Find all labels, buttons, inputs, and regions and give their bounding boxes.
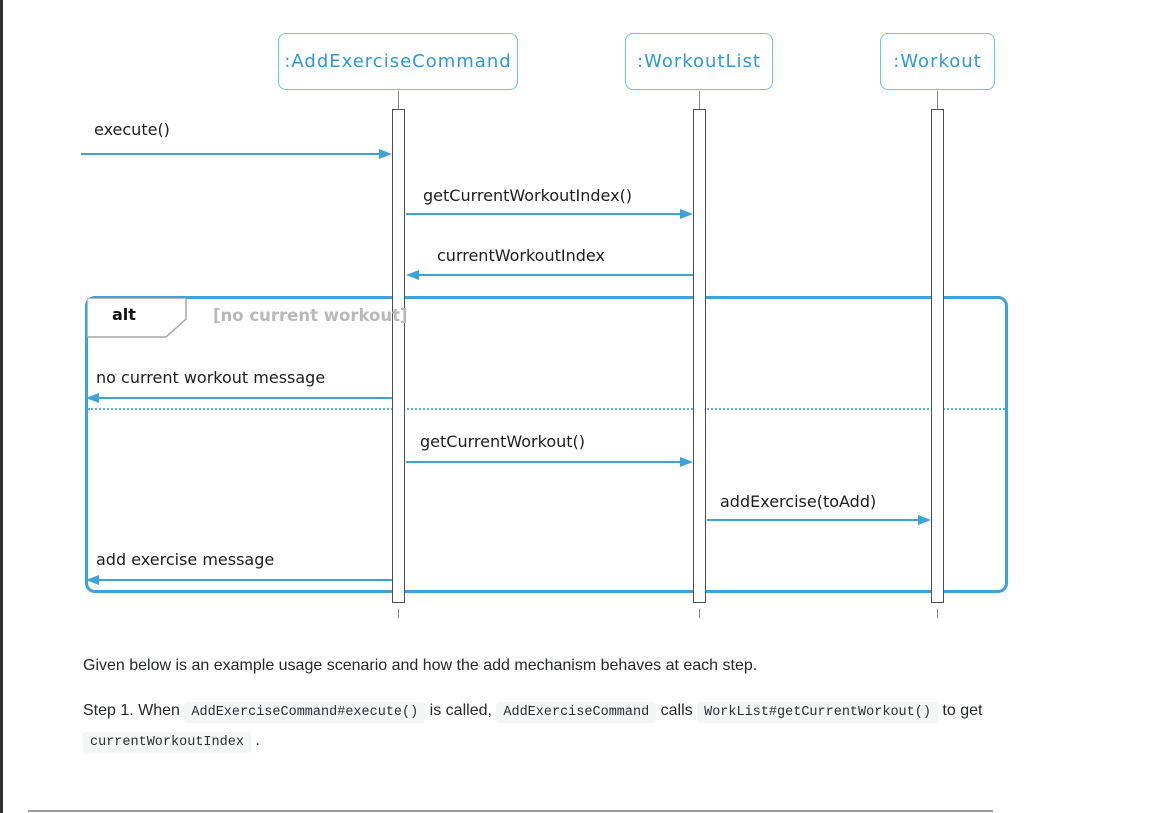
arrowhead-right-icon bbox=[680, 209, 693, 219]
text-run: calls bbox=[656, 702, 698, 719]
participant-label: :AddExerciseCommand bbox=[284, 51, 512, 72]
window-left-border bbox=[0, 0, 3, 813]
alt-guard-condition: [no current workout] bbox=[213, 306, 408, 325]
participant-workout: :Workout bbox=[880, 33, 995, 90]
message-label-add-exercise-message: add exercise message bbox=[96, 550, 275, 569]
activation-bar-workout bbox=[931, 109, 944, 603]
message-line-add-exercise-message bbox=[97, 579, 392, 581]
arrowhead-right-icon bbox=[379, 149, 392, 159]
message-label-no-current-workout: no current workout message bbox=[96, 368, 326, 387]
participant-label: :WorkoutList bbox=[637, 51, 761, 72]
activation-bar-add-exercise-command bbox=[392, 109, 405, 603]
activation-bar-workout-list bbox=[693, 109, 706, 603]
text-run: is called, bbox=[425, 702, 497, 719]
sequence-diagram: :AddExerciseCommand :WorkoutList :Workou… bbox=[81, 33, 1008, 618]
text-run: to get bbox=[937, 702, 983, 719]
lifeline-tick bbox=[937, 91, 938, 109]
participant-add-exercise-command: :AddExerciseCommand bbox=[278, 33, 518, 90]
message-line-get-current-workout bbox=[406, 461, 681, 463]
message-line-get-current-workout-index bbox=[406, 213, 681, 215]
message-line-no-current-workout bbox=[97, 397, 392, 399]
step1-line1: Step 1. When AddExerciseCommand#execute(… bbox=[83, 698, 1033, 726]
lifeline-tick bbox=[398, 609, 399, 618]
window-bottom-border bbox=[28, 810, 993, 812]
message-label-execute: execute() bbox=[94, 120, 170, 139]
alt-operator-label: alt bbox=[112, 305, 136, 324]
documentation-text: Given below is an example usage scenario… bbox=[83, 656, 1033, 756]
inline-code: AddExerciseCommand#execute() bbox=[184, 702, 426, 723]
lifeline-tick bbox=[699, 91, 700, 109]
participant-label: :Workout bbox=[893, 51, 982, 72]
inline-code: WorkList#getCurrentWorkout() bbox=[697, 702, 938, 723]
scenario-intro-paragraph: Given below is an example usage scenario… bbox=[83, 657, 758, 674]
arrowhead-right-icon bbox=[918, 515, 931, 525]
text-run: . bbox=[250, 732, 260, 749]
arrowhead-left-icon bbox=[406, 270, 419, 280]
lifeline-tick bbox=[937, 609, 938, 618]
alt-operator-pentagon bbox=[87, 298, 187, 338]
message-label-add-exercise: addExercise(toAdd) bbox=[720, 492, 877, 511]
lifeline-tick bbox=[699, 609, 700, 618]
arrowhead-left-icon bbox=[86, 393, 99, 403]
message-line-current-workout-index bbox=[417, 274, 693, 276]
message-label-current-workout-index: currentWorkoutIndex bbox=[437, 246, 605, 265]
message-label-get-current-workout: getCurrentWorkout() bbox=[420, 432, 585, 451]
message-label-get-current-workout-index: getCurrentWorkoutIndex() bbox=[423, 186, 633, 205]
alt-frame bbox=[85, 296, 1008, 593]
arrowhead-left-icon bbox=[86, 575, 99, 585]
inline-code: currentWorkoutIndex bbox=[83, 732, 251, 753]
arrowhead-right-icon bbox=[680, 457, 693, 467]
alt-else-divider bbox=[88, 408, 1005, 410]
message-line-add-exercise bbox=[707, 519, 919, 521]
message-line-execute bbox=[81, 153, 380, 155]
inline-code: AddExerciseCommand bbox=[496, 702, 657, 723]
step1-line2: currentWorkoutIndex . bbox=[83, 728, 1033, 756]
participant-workout-list: :WorkoutList bbox=[625, 33, 773, 90]
text-run: Step 1. When bbox=[83, 702, 185, 719]
lifeline-tick bbox=[398, 91, 399, 109]
